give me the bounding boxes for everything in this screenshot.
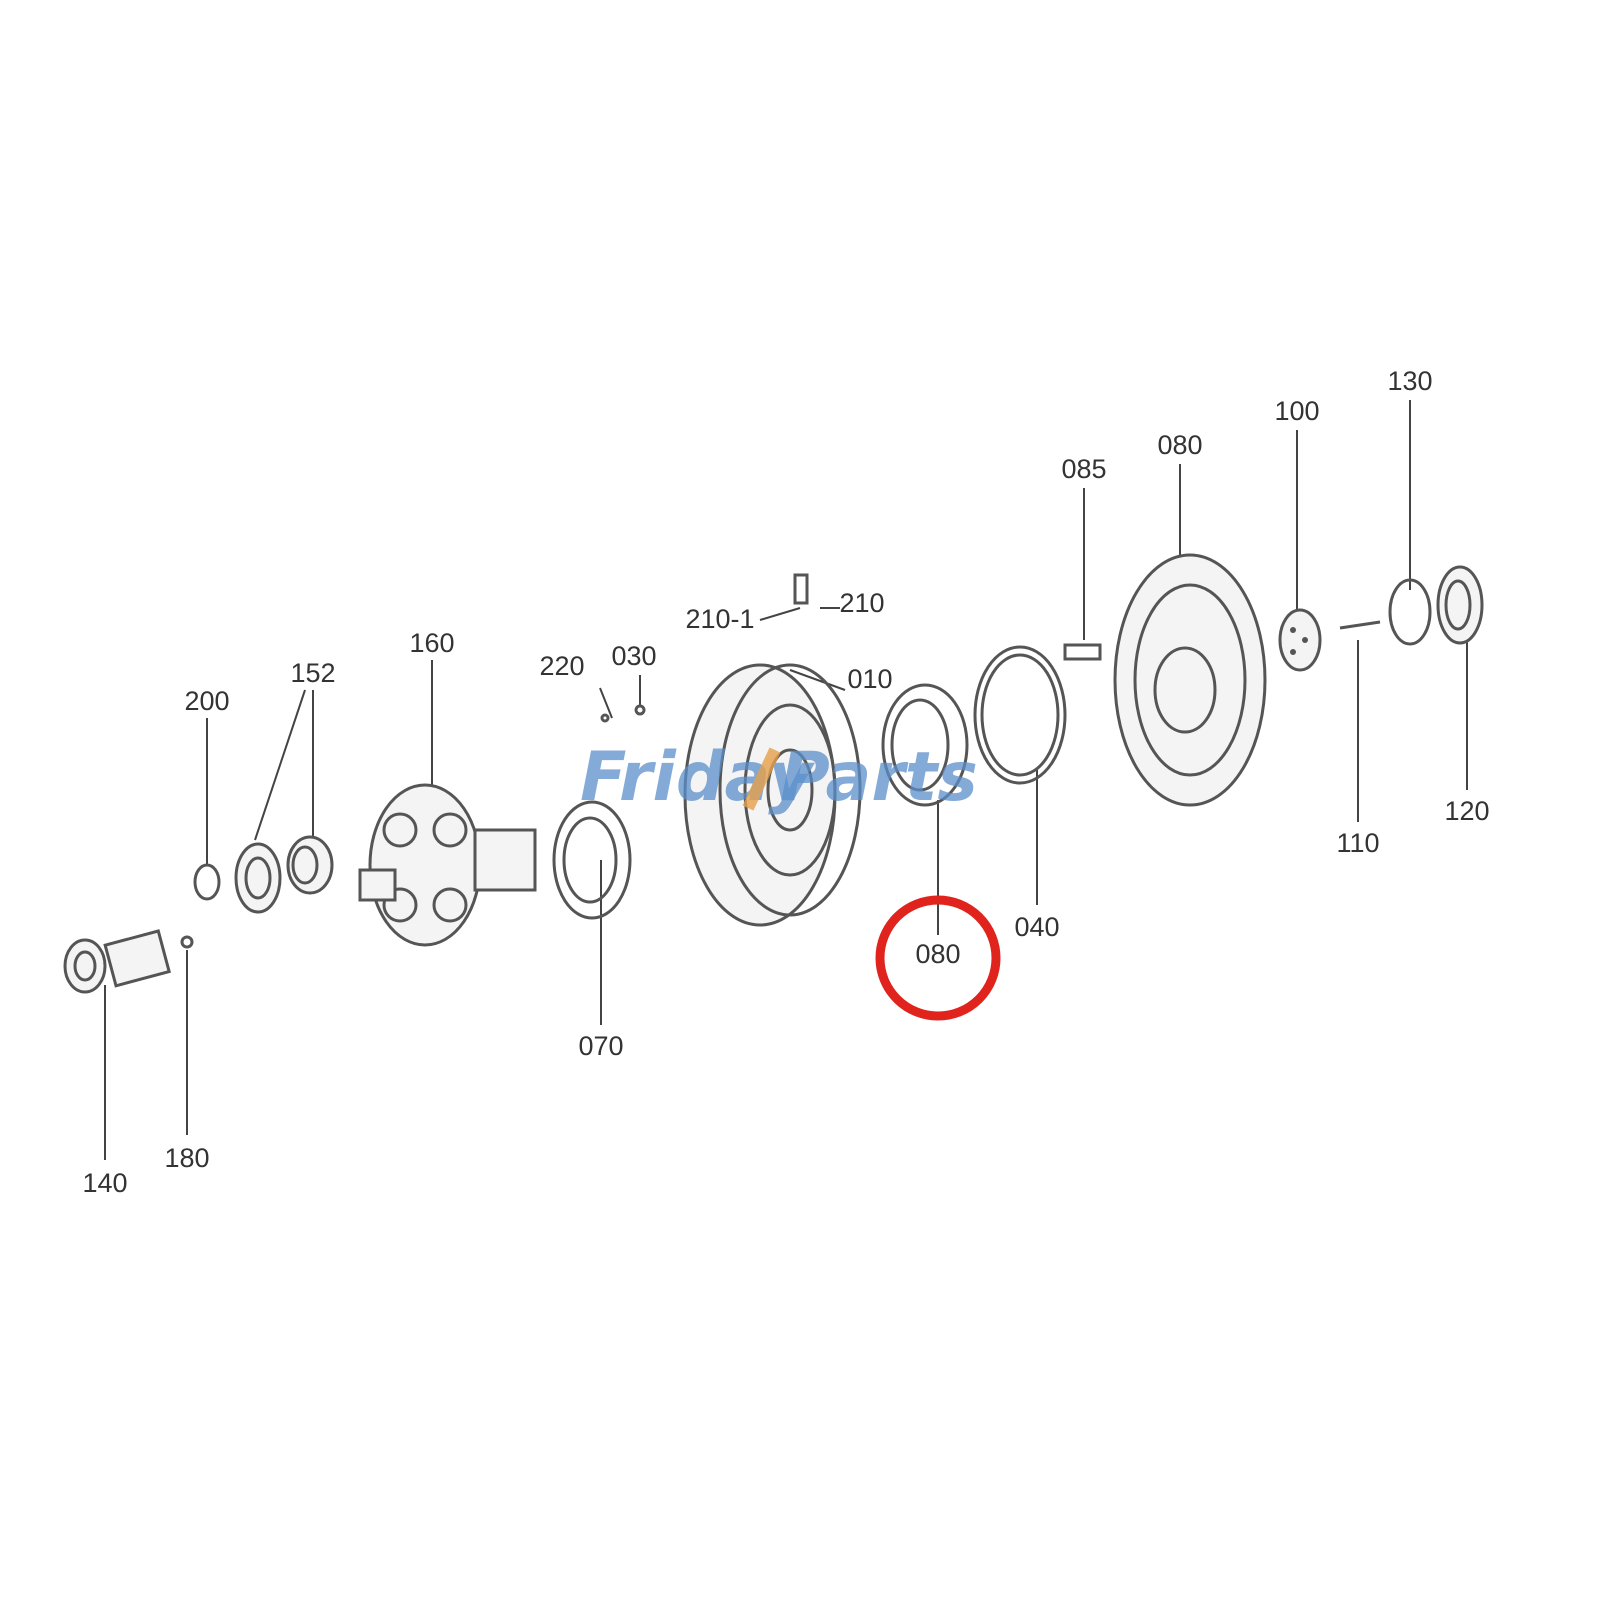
part-140-shaft [63,929,171,994]
part-152-bearing [234,835,334,914]
part-160-planet-carrier [358,783,537,947]
part-085-plug [1063,643,1102,661]
label-100: 100 [1274,396,1319,426]
part-080-cover [1113,553,1267,807]
part-070-bearing [552,800,632,920]
part-labels: 200 152 160 220 030 210-1 210 010 085 08… [82,366,1489,1198]
label-120: 120 [1444,796,1489,826]
label-085: 085 [1061,454,1106,484]
label-030: 030 [611,641,656,671]
part-200-ring [193,863,221,901]
part-040-ring [973,645,1067,785]
label-180: 180 [164,1143,209,1173]
label-070: 070 [578,1031,623,1061]
part-120-cap [1436,565,1484,645]
label-210-1: 210-1 [685,604,754,634]
label-152: 152 [290,658,335,688]
label-210: 210 [839,588,884,618]
label-080-top: 080 [1157,430,1202,460]
part-110-bolt [1339,620,1381,630]
highlight-circle [875,895,1001,1021]
label-160: 160 [409,628,454,658]
part-130-oring [1388,578,1432,646]
label-200: 200 [184,686,229,716]
leader-lines [104,400,1468,1160]
label-010: 010 [847,664,892,694]
watermark-check-mark [742,747,781,811]
part-100-plate [1278,608,1322,672]
label-040: 040 [1014,912,1059,942]
label-130: 130 [1387,366,1432,396]
label-080-circled: 080 [915,939,960,969]
part-060-seal [881,683,969,807]
label-110: 110 [1336,828,1379,858]
svg-text:Parts: Parts [780,738,978,817]
part-180-ball [180,935,194,949]
watermark-logo: Friday Parts [580,738,978,817]
label-140: 140 [82,1168,127,1198]
label-220: 220 [539,651,584,681]
